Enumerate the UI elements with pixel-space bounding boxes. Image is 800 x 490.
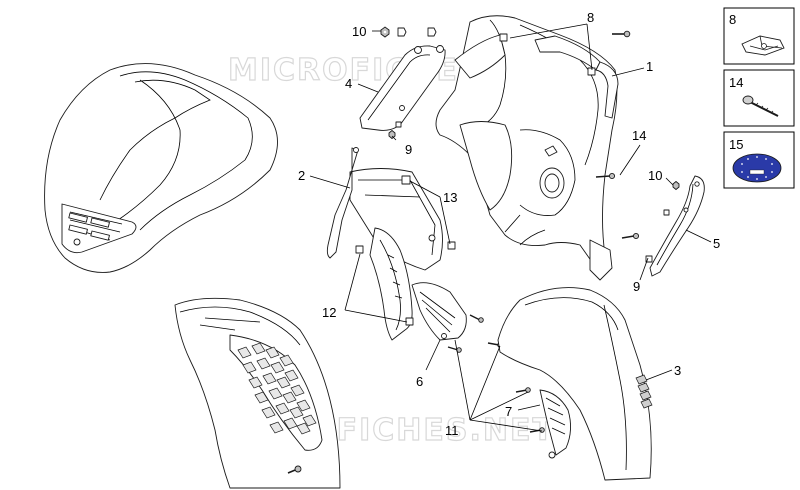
svg-text:8: 8: [729, 12, 736, 27]
screw-14-upper: [595, 172, 616, 180]
callout-9-left: 9: [405, 142, 412, 157]
callout-10-right: 10: [648, 168, 662, 183]
callout-8-top: 8: [587, 10, 594, 25]
callout-4: 4: [345, 76, 352, 91]
euro-emblem-icon: [732, 153, 782, 183]
screw-14-lower: [621, 232, 640, 240]
callout-12: 13: [443, 190, 457, 205]
callout-5: 5: [713, 236, 720, 251]
clip-8-top: [397, 27, 437, 37]
callout-14: 14: [632, 128, 646, 143]
part-2-side-bracket: [326, 147, 359, 259]
screw-icon: [742, 95, 779, 117]
svg-text:14: 14: [729, 75, 743, 90]
legend-box-8: 8: [723, 7, 795, 65]
left-fairing-grille: [174, 297, 341, 489]
callout-11: 11: [445, 423, 459, 438]
callout-1: 1: [646, 59, 653, 74]
part-6-vent: [411, 282, 467, 341]
fairing-vents: [635, 374, 653, 409]
callout-10-top: 10: [352, 24, 366, 39]
screw-bottom: [287, 465, 302, 474]
part-12-bracket: [349, 168, 456, 271]
part-5-right-trim: [649, 175, 705, 277]
part-3-right-fairing: [497, 287, 653, 481]
part-1-leg-shield: [435, 15, 619, 281]
part-4-bracket: [359, 45, 446, 131]
legend-box-14: 14: [723, 69, 795, 127]
clip-nut-icon: [741, 35, 785, 56]
grille-pattern: [237, 342, 317, 435]
front-shield-cover: [44, 63, 278, 273]
nut-9-left: [388, 121, 402, 140]
screw-top-right: [612, 30, 631, 38]
part-7-trim: [539, 389, 571, 459]
callout-9-right: 9: [633, 279, 640, 294]
svg-text:15: 15: [729, 137, 743, 152]
nut-10-left: [380, 26, 390, 38]
legend-box-15: 15: [723, 131, 795, 189]
callout-7: 7: [505, 404, 512, 419]
callout-13: 12: [322, 305, 336, 320]
clip-right: [645, 209, 670, 263]
callout-2: 2: [298, 168, 305, 183]
leader-lines: [309, 23, 712, 432]
callout-6: 6: [416, 374, 423, 389]
part-13-trim: [355, 227, 414, 341]
callout-3: 3: [674, 363, 681, 378]
nut-10-right: [672, 180, 680, 191]
